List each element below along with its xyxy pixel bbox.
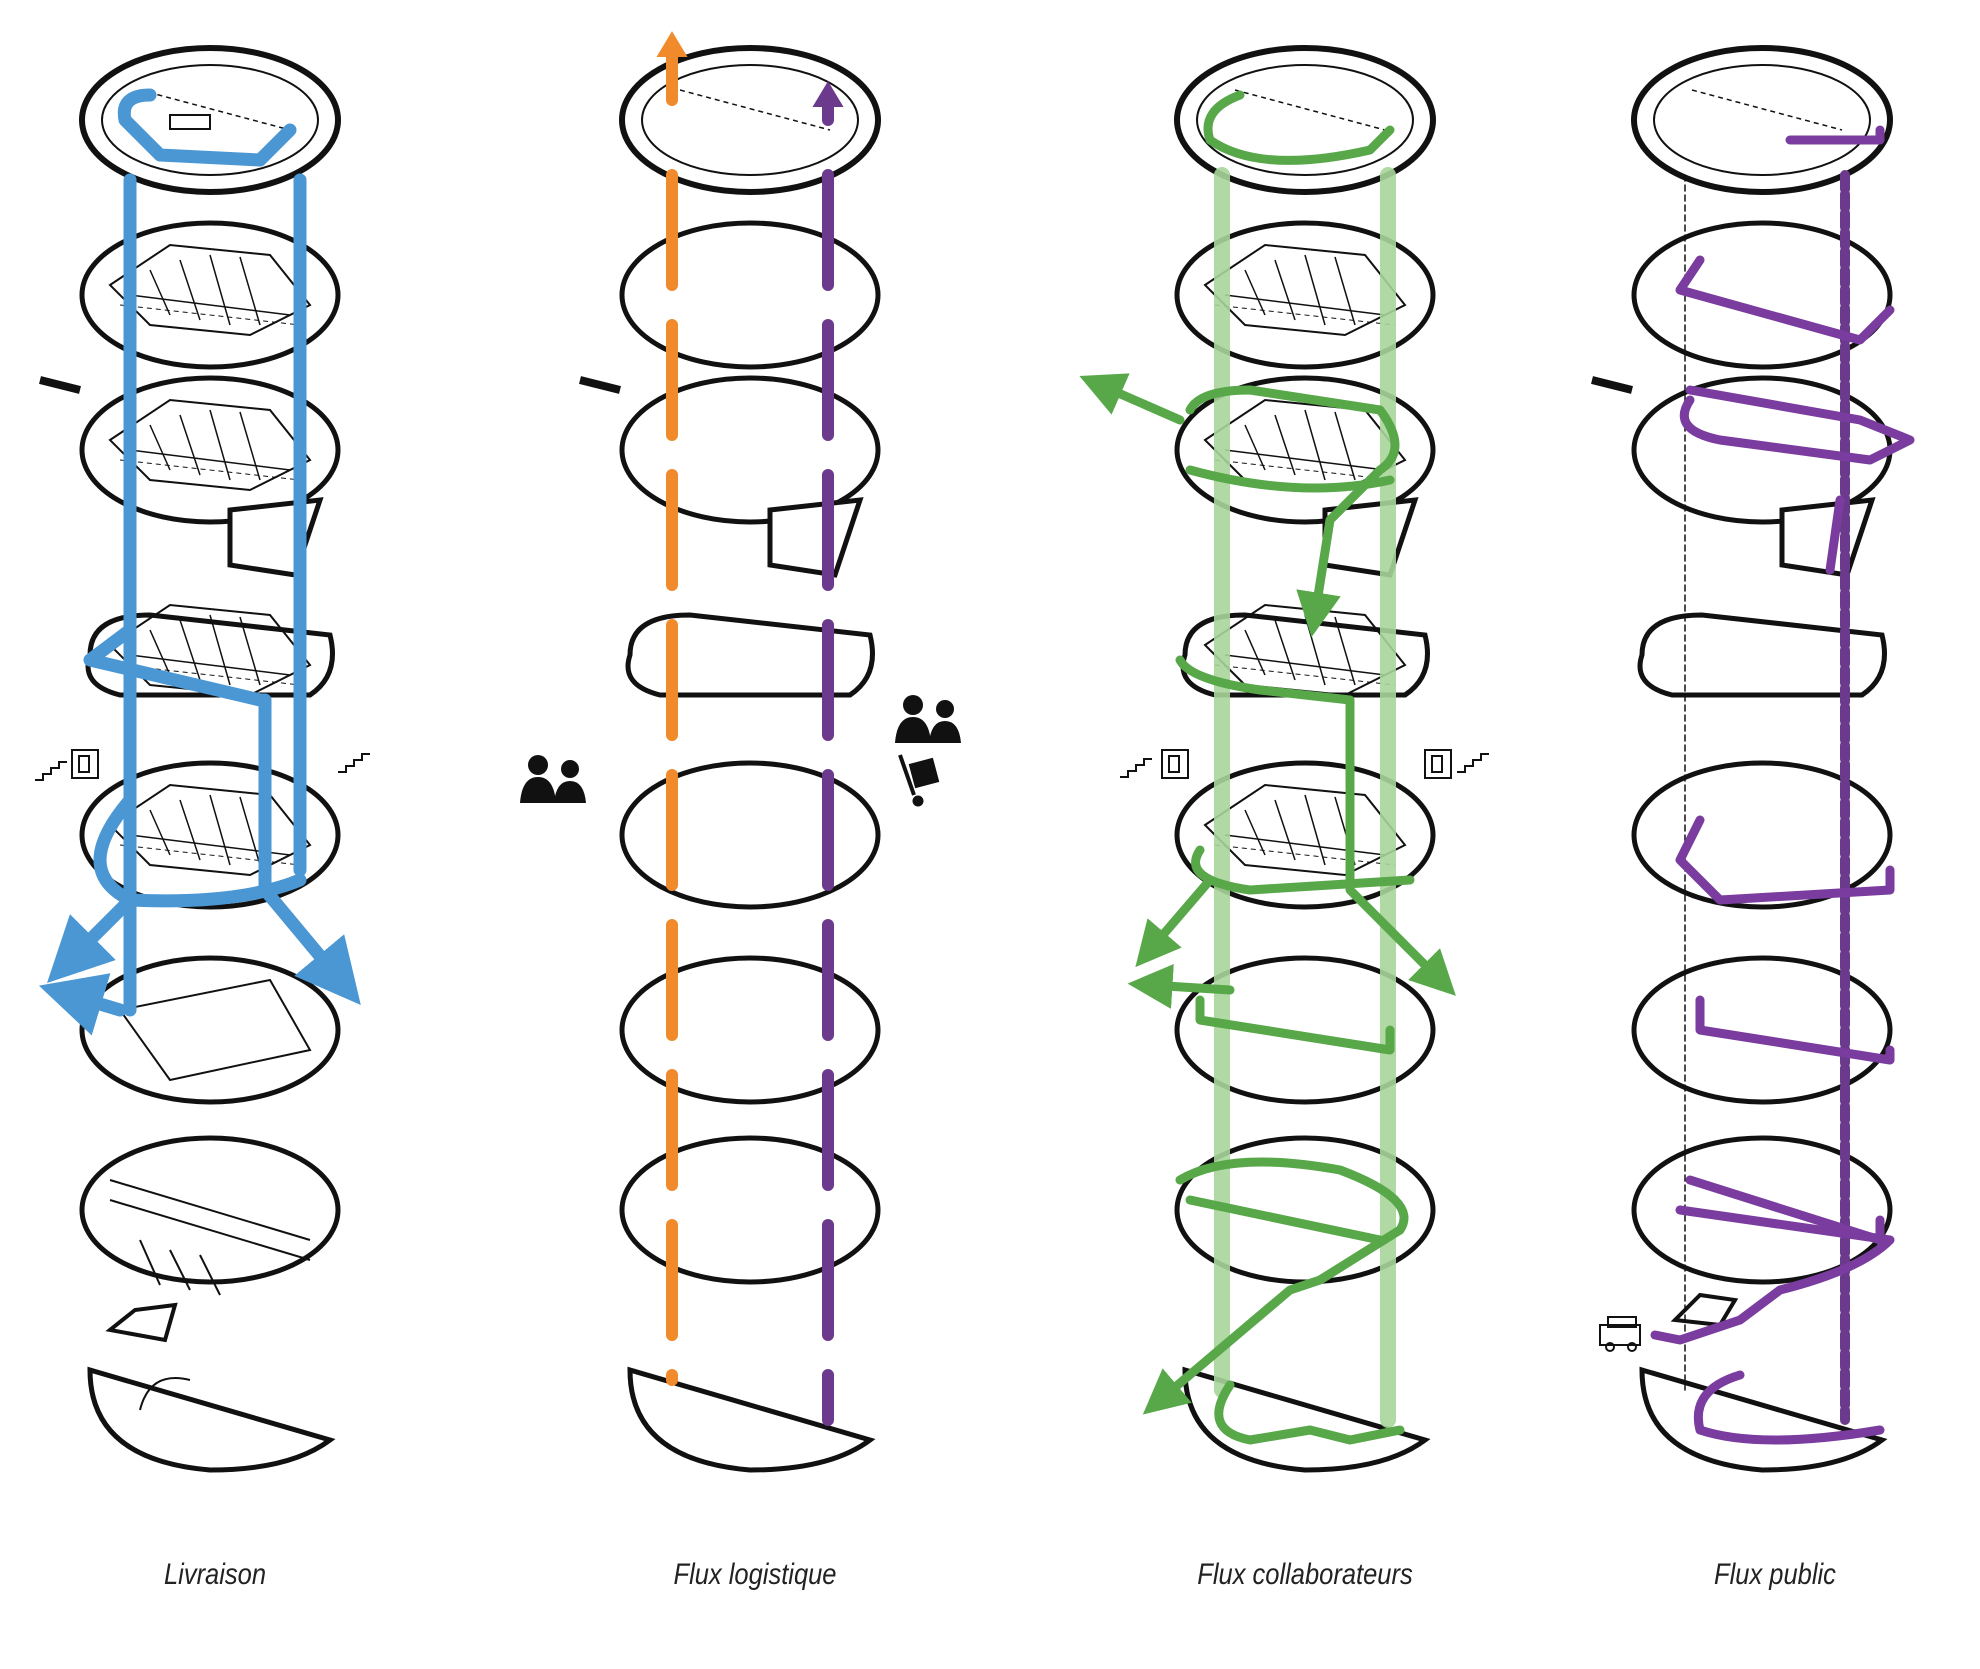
level-6: [82, 1138, 338, 1296]
people-icon: [895, 695, 961, 743]
flow-public: [1650, 125, 1915, 1445]
level-roof: [619, 45, 881, 195]
level-5: [82, 958, 338, 1102]
column-logistique: [520, 31, 961, 1473]
caption-livraison: Livraison: [163, 1558, 267, 1591]
flow-livraison: [38, 88, 361, 1036]
flow-logistique: [656, 31, 844, 1426]
elevator-icon: [1424, 749, 1452, 779]
elevator-icon: [1161, 749, 1189, 779]
column-public: [1591, 45, 1915, 1473]
column-collaborateurs: [1079, 45, 1489, 1473]
elevator-icon: [71, 749, 99, 779]
stairs-icon: [35, 761, 67, 781]
caption-logistique: Flux logistique: [673, 1558, 837, 1591]
level-roof: [79, 45, 341, 195]
caption-collaborateurs: Flux collaborateurs: [1197, 1558, 1413, 1591]
people-icon: [520, 755, 586, 803]
flow-collaborateurs: [1079, 90, 1456, 1445]
stairs-icon: [1120, 758, 1152, 778]
stairs-icon: [1457, 753, 1489, 773]
level-2: [39, 378, 338, 578]
level-7: [87, 1366, 336, 1473]
van-icon: [1599, 1316, 1641, 1352]
caption-public: Flux public: [1714, 1558, 1836, 1591]
column-livraison: [35, 45, 370, 1473]
trolley-icon: [898, 754, 940, 807]
stairs-icon: [338, 753, 370, 773]
